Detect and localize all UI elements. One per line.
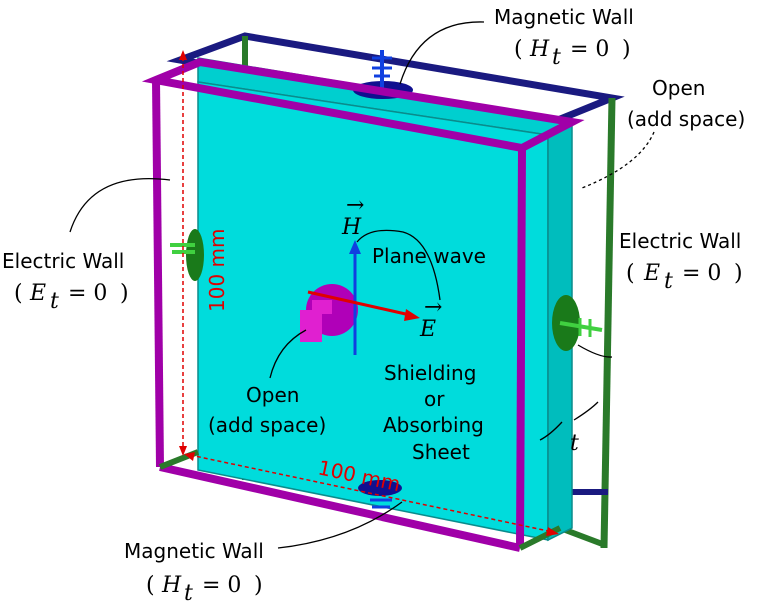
svg-text:): ) [120,281,129,306]
svg-text:E: E [643,261,660,286]
svg-text:= 0: = 0 [68,281,107,306]
plane-wave-label: Plane wave [372,244,486,268]
open-top-right-label-2: (add space) [627,107,745,131]
electric-wall-right-condition: ( E t = 0 ) [626,261,743,294]
front-frame-right [516,147,526,549]
svg-text:H: H [529,37,550,62]
sheet-label-3: Absorbing [383,413,484,437]
svg-text:= 0: = 0 [202,573,241,598]
electric-wall-right-label: Electric Wall [619,229,741,253]
svg-text:t: t [50,289,59,314]
open-center-label-1: Open [246,383,299,407]
svg-text:H: H [161,573,182,598]
open-top-right-label-1: Open [652,76,705,100]
svg-text:(: ( [514,37,523,62]
e-vector-arrow: → [424,295,442,320]
h-vector-arrow: → [346,193,364,218]
svg-text:t: t [552,45,561,70]
svg-text:): ) [622,37,631,62]
sheet-label-2: or [424,387,445,411]
height-dimension-label: 100 mm [205,229,229,313]
dimension-lines [179,50,559,536]
svg-text:t: t [664,269,673,294]
front-frame-left [152,79,164,468]
back-frame-right-post [600,97,616,549]
svg-text:): ) [734,261,743,286]
sheet-label-4: Sheet [412,440,470,464]
magnetic-wall-top-label: Magnetic Wall [494,5,634,29]
electric-wall-left-label: Electric Wall [2,249,124,273]
svg-text:): ) [254,573,263,598]
electric-wall-left-condition: ( E t = 0 ) [14,281,129,314]
magnetic-wall-bottom-label: Magnetic Wall [124,539,264,563]
svg-text:(: ( [146,573,155,598]
front-frame-top [141,57,585,153]
leader-lines [69,21,655,549]
sheet-label-1: Shielding [384,361,476,385]
h-field-symbol: H [341,215,362,240]
shielding-sheet [197,57,575,542]
field-arrows [307,240,420,355]
port-left [186,229,204,281]
e-field-symbol: E [419,317,436,342]
svg-text:= 0: = 0 [682,261,721,286]
thickness-label: t [570,431,579,456]
port-bottom [358,480,402,496]
front-frame-bottom [159,463,521,552]
width-dimension-line [189,454,554,533]
svg-text:t: t [184,581,193,606]
magnetic-wall-top-condition: ( H t = 0 ) [514,37,631,70]
e-field-arrow [307,290,411,317]
open-center-label-2: (add space) [208,413,326,437]
magnetic-wall-bottom-condition: ( H t = 0 ) [146,573,263,606]
svg-text:E: E [29,281,46,306]
svg-text:(: ( [14,281,23,306]
svg-text:(: ( [626,261,635,286]
svg-text:= 0: = 0 [570,37,609,62]
